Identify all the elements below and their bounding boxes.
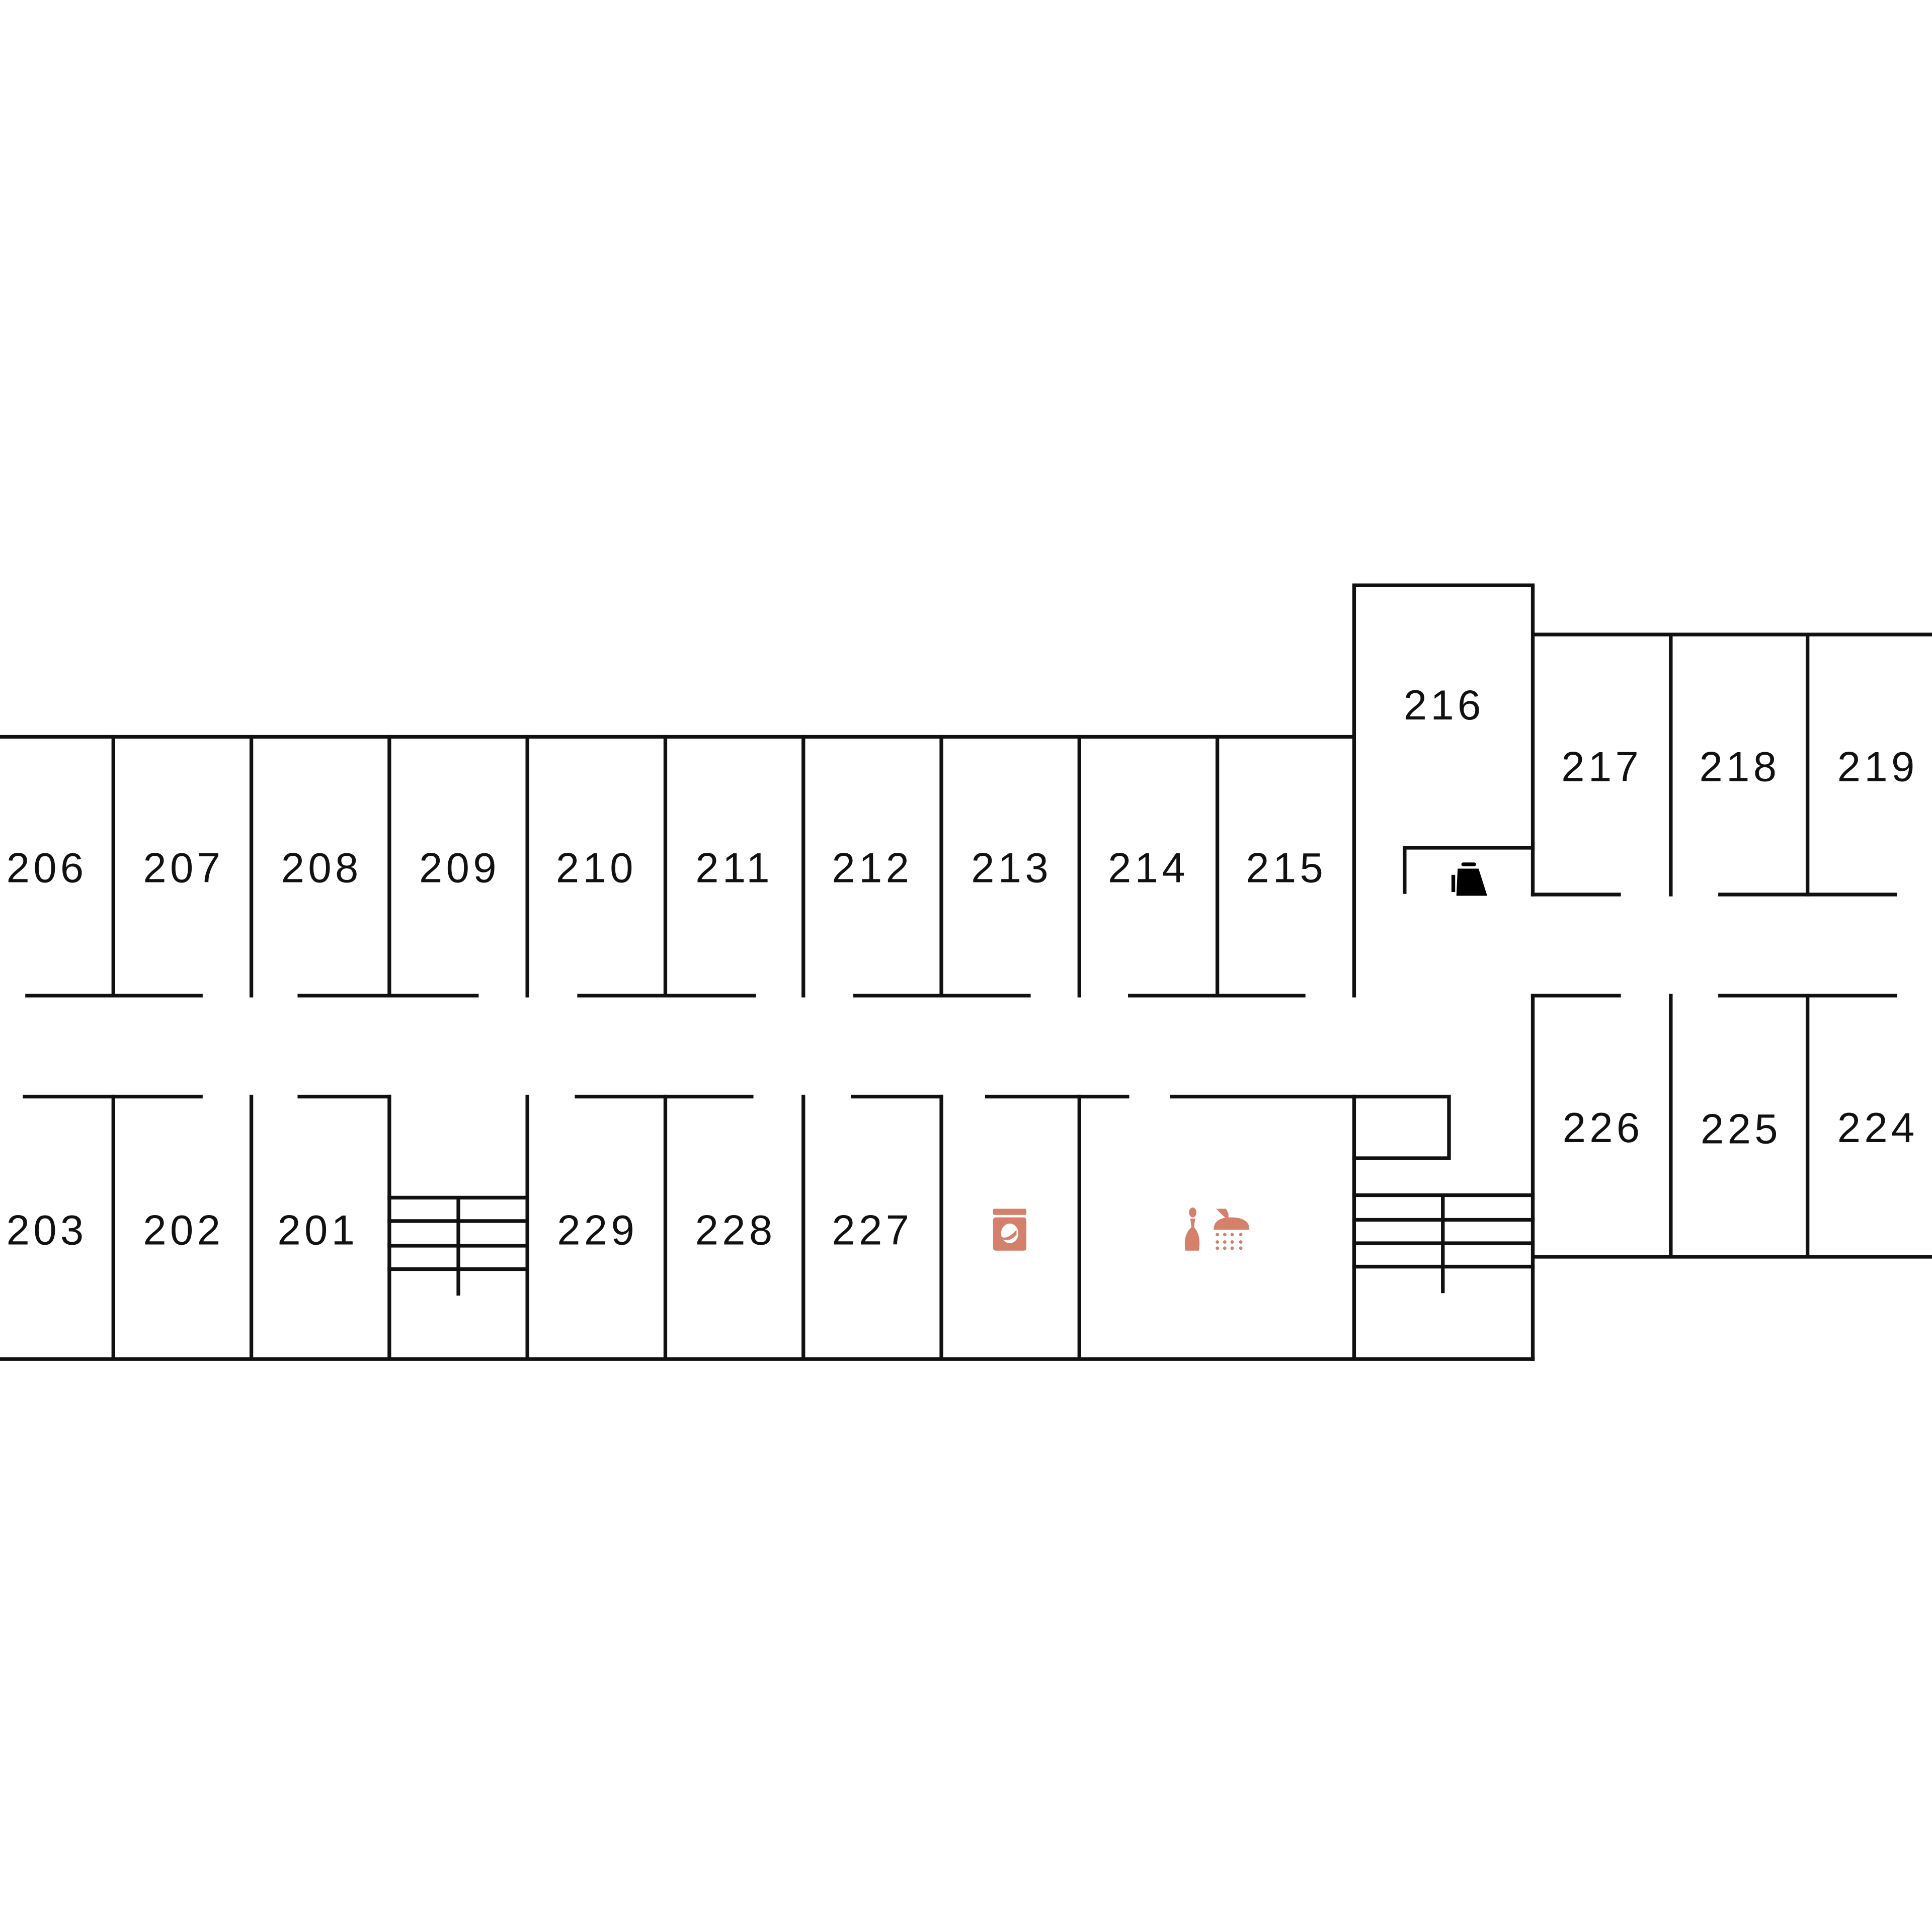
room-206[interactable]: 206 [7, 844, 88, 891]
room-207[interactable]: 207 [143, 844, 224, 891]
room-216[interactable]: 216 [1404, 682, 1485, 729]
room-215[interactable]: 215 [1246, 844, 1327, 891]
room-209[interactable]: 209 [419, 844, 500, 891]
room-212[interactable]: 212 [832, 844, 913, 891]
room-203[interactable]: 203 [7, 1206, 88, 1253]
room-226[interactable]: 226 [1563, 1104, 1644, 1151]
room-211[interactable]: 211 [695, 844, 773, 891]
room-201[interactable]: 201 [277, 1206, 358, 1253]
room-219[interactable]: 219 [1837, 744, 1918, 790]
room-225[interactable]: 225 [1701, 1106, 1782, 1153]
room-229[interactable]: 229 [557, 1206, 638, 1253]
room-214[interactable]: 214 [1108, 844, 1189, 891]
room-228[interactable]: 228 [695, 1206, 776, 1253]
room-210[interactable]: 210 [556, 844, 637, 891]
stairs-right [1352, 1193, 1535, 1294]
stairs-left [387, 1195, 529, 1296]
kettle-icon [1451, 862, 1487, 896]
room-208[interactable]: 208 [281, 844, 362, 891]
washing-machine-icon [993, 1209, 1026, 1251]
room-224[interactable]: 224 [1837, 1104, 1918, 1151]
room-227[interactable]: 227 [832, 1206, 913, 1253]
walls [0, 583, 1932, 1361]
room-217[interactable]: 217 [1561, 744, 1642, 790]
room-202[interactable]: 202 [143, 1206, 224, 1253]
shower-amenities-icon [1184, 1208, 1250, 1251]
room-218[interactable]: 218 [1699, 744, 1780, 790]
room-labels: 206 207 208 209 210 211 212 213 214 215 … [7, 682, 1918, 1253]
room-213[interactable]: 213 [971, 844, 1052, 891]
